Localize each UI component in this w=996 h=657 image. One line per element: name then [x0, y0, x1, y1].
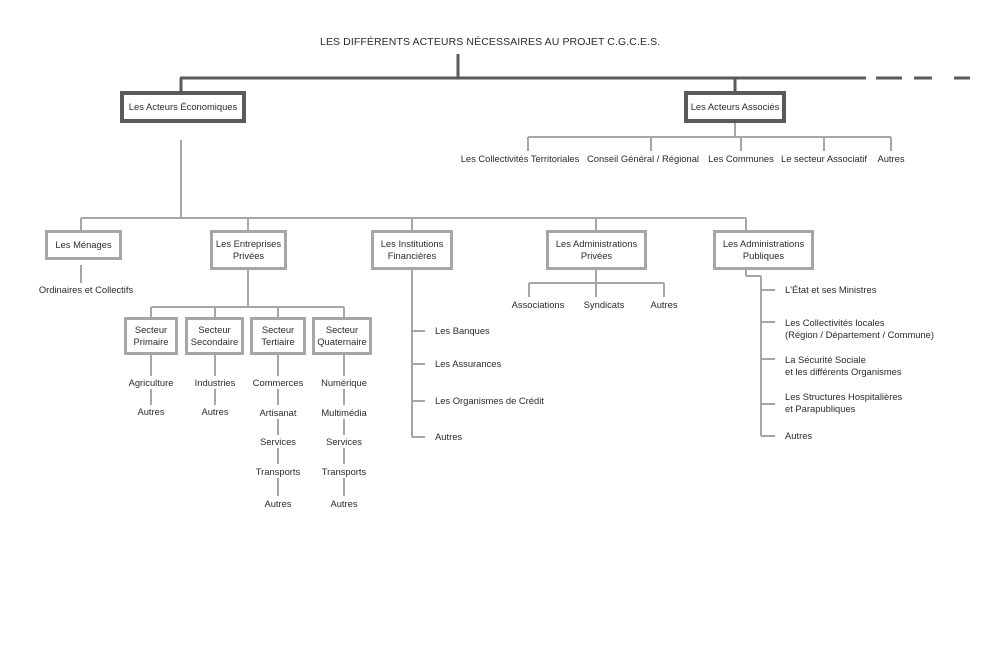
- economic-actors-label: Les Acteurs Économiques: [128, 101, 238, 112]
- admin-publiques-item-line: (Région / Département / Commune): [785, 329, 935, 340]
- menages-label: Les Ménages: [55, 239, 112, 250]
- admin-publiques-label-line1: Les Administrations: [722, 238, 805, 249]
- associated-item: Autres: [877, 153, 905, 164]
- admin-privees-item: Associations: [511, 299, 565, 310]
- entreprises-label-line2: Privées: [232, 250, 265, 261]
- page-title: LES DIFFÉRENTS ACTEURS NÉCESSAIRES AU PR…: [320, 36, 661, 48]
- admin-publiques-item-line: La Sécurité Sociale: [785, 354, 866, 365]
- admin-privees-item: Autres: [650, 299, 678, 310]
- associated-actors-label: Les Acteurs Associés: [690, 101, 780, 112]
- sector-label-line1: Secteur: [325, 324, 359, 335]
- sector-label-line2: Secondaire: [190, 336, 239, 347]
- sector-item: Autres: [201, 406, 229, 417]
- sector-item: Commerces: [252, 377, 304, 388]
- institutions-item: Les Assurances: [435, 358, 502, 369]
- institutions-item: Les Banques: [435, 325, 490, 336]
- associated-item: Le secteur Associatif: [781, 153, 867, 164]
- admin-publiques-label-line2: Publiques: [742, 250, 785, 261]
- sector-item: Industries: [194, 377, 236, 388]
- admin-publiques-item-line: et les différents Organismes: [785, 366, 902, 377]
- sector-item: Transports: [321, 466, 367, 477]
- admin-publiques-item-line: Les Collectivités locales: [785, 317, 885, 328]
- menages-item: Ordinaires et Collectifs: [38, 284, 134, 295]
- sector-label-line2: Quaternaire: [317, 336, 367, 347]
- sector-label-line1: Secteur: [134, 324, 168, 335]
- sector-label-line1: Secteur: [198, 324, 231, 335]
- entreprises-label-line1: Les Entreprises: [215, 238, 282, 249]
- admin-publiques-item: Autres: [785, 430, 812, 442]
- associated-item: Les Collectivités Territoriales: [460, 153, 580, 164]
- admin-privees-item: Syndicats: [583, 299, 625, 310]
- sector-label-line1: Secteur: [261, 324, 295, 335]
- institutions-label-line1: Les Institutions: [380, 238, 444, 249]
- admin-publiques-item-line: L'État et ses Ministres: [785, 284, 877, 295]
- sector-item: Services: [260, 436, 296, 447]
- economic-actors-box: Les Acteurs Économiques: [120, 91, 246, 123]
- associated-item: Les Communes: [708, 153, 774, 164]
- sector-item: Autres: [330, 498, 358, 509]
- sector-item: Autres: [137, 406, 165, 417]
- admin-privees-label-line1: Les Administrations: [555, 238, 638, 249]
- sector-item: Autres: [264, 498, 292, 509]
- institutions-item: Autres: [435, 431, 463, 442]
- admin-privees-label-line2: Privées: [580, 250, 613, 261]
- admin-publiques-item-line: Autres: [785, 430, 813, 441]
- associated-actors-box: Les Acteurs Associés: [684, 91, 786, 123]
- menages-box: Les Ménages: [45, 230, 122, 260]
- sector-label-line2: Tertiaire: [261, 336, 295, 347]
- sector-item: Artisanat: [259, 407, 297, 418]
- sector-item: Numérique: [321, 377, 367, 388]
- admin-publiques-item-line: Les Structures Hospitalières: [785, 391, 903, 402]
- sector-label-line2: Primaire: [133, 336, 169, 347]
- sector-item: Multimédia: [321, 407, 367, 418]
- associated-item: Conseil Général / Régional: [586, 153, 700, 164]
- sector-item: Agriculture: [128, 377, 174, 388]
- admin-publiques-item: Les Collectivités locales(Région / Dépar…: [785, 317, 934, 341]
- sector-item: Services: [326, 436, 362, 447]
- admin-publiques-item: L'État et ses Ministres: [785, 284, 876, 296]
- sector-item: Transports: [255, 466, 301, 477]
- institutions-label-line2: Financières: [387, 250, 437, 261]
- admin-publiques-item-line: et Parapubliques: [785, 403, 856, 414]
- institutions-item: Les Organismes de Crédit: [435, 395, 544, 406]
